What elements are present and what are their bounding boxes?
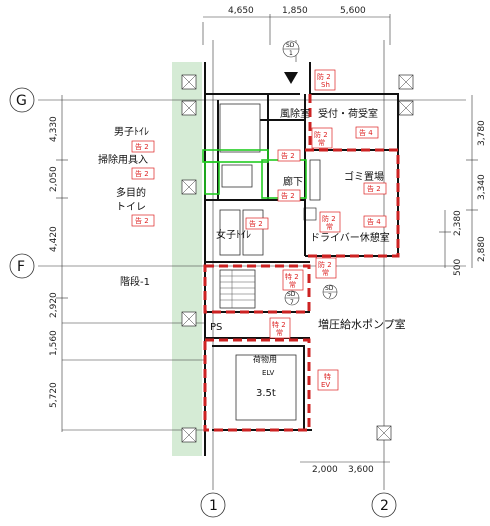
room-label-ps: PS [210,322,222,333]
section-mark-mid-1: SD 7 [284,290,300,306]
svg-text:SD: SD [325,285,334,292]
svg-text:防 2: 防 2 [314,130,328,139]
svg-text:Sh: Sh [321,81,330,89]
grid-label-g: G [16,93,27,109]
tag-ann-5: 告 2 [277,189,301,202]
tag-fire-1: 防 2 Sh [314,69,336,91]
svg-text:防 2: 防 2 [322,214,336,223]
svg-text:常: 常 [289,280,296,289]
grid-bubble-2 [371,492,397,518]
grid-label-1: 1 [209,498,218,514]
tag-ann-6: 告 2 [245,217,269,230]
room-label-cleaning-storage: 掃除用具入 [98,153,148,166]
svg-text:常: 常 [326,222,333,231]
dim-right-5: 500 [453,259,463,276]
room-label-garbage: ゴミ置場 [344,170,384,183]
tag-spec-2: 特 2 常 [269,317,291,339]
room-label-multi-toilet-2: トイレ [116,202,146,213]
stair-treads [220,270,255,308]
tag-spec-3: 特 EV [317,369,339,391]
svg-text:防 2: 防 2 [317,72,331,81]
grid-label-2: 2 [380,498,389,514]
sidewalk-area [172,62,202,456]
walls [204,62,399,456]
svg-text:SD: SD [286,42,295,49]
tag-ann-3: 告 2 [131,214,155,227]
svg-text:常: 常 [322,268,329,277]
room-label-elv-cap: 3.5t [256,388,276,399]
svg-text:告 2: 告 2 [281,191,295,200]
tag-ann-4: 告 2 [277,149,301,162]
section-mark-mid-2: SD 7 [322,284,338,300]
tag-spec-1: 特 2 常 [282,269,304,291]
dimension-lines [56,16,478,463]
svg-text:告 2: 告 2 [281,151,295,160]
svg-text:特 2: 特 2 [272,320,286,329]
svg-text:告 4: 告 4 [367,217,381,226]
dim-right-4: 2,880 [477,236,487,262]
room-label-multi-toilet-1: 多目的 [116,186,146,199]
tag-fire-4: 防 2 常 [315,257,337,279]
svg-text:SD: SD [287,291,296,298]
column-markers [181,74,414,443]
svg-text:防 2: 防 2 [318,260,332,269]
room-label-reception: 受付・荷受室 [318,107,378,120]
room-label-driver-room: ドライバー休憩室 [310,231,390,244]
dim-top-1: 4,650 [228,6,254,16]
svg-text:告 2: 告 2 [135,216,149,225]
dim-left-5: 1,560 [49,330,59,356]
room-label-corridor: 廊下 [283,175,303,188]
svg-text:1: 1 [289,50,293,57]
room-label-stair: 階段-1 [120,275,150,288]
room-label-cleaning-room: 風除室 [280,107,310,120]
svg-text:告 4: 告 4 [359,128,373,137]
svg-text:告 2: 告 2 [249,219,263,228]
dim-right-3: 2,380 [453,210,463,236]
dim-left-1: 4,330 [49,116,59,142]
grid-bubble-g [9,87,35,113]
grid-bubble-f [9,253,35,279]
svg-text:7: 7 [290,299,294,306]
dim-top-2: 1,850 [282,6,308,16]
svg-text:告 2: 告 2 [367,184,381,193]
dim-right-1: 3,780 [477,120,487,146]
tag-ann-2: 告 2 [131,167,155,180]
tag-ann-7: 告 4 [355,126,379,139]
svg-text:EV: EV [321,381,330,389]
room-label-elv-2: ELV [262,369,275,377]
tag-ann-9: 告 2 [363,182,387,195]
section-mark-top: SD 1 [282,40,300,58]
dim-left-3: 4,420 [49,226,59,252]
svg-text:特: 特 [324,372,331,381]
grid-label-f: F [17,259,25,275]
dim-bottom-2: 3,600 [348,465,374,475]
dim-left-4: 2,920 [49,292,59,318]
svg-text:7: 7 [328,293,332,300]
dim-top-3: 5,600 [340,6,366,16]
svg-text:常: 常 [276,328,283,337]
dim-right-2: 3,340 [477,174,487,200]
dim-bottom-1: 2,000 [312,465,338,475]
room-label-pump-room: 増圧給水ポンプ室 [318,317,406,331]
tag-ann-1: 告 2 [131,140,155,153]
room-label-elv-1: 荷物用 [253,354,277,364]
room-label-mens-toilet: 男子ﾄｲﾚ [114,126,149,138]
dim-left-6: 5,720 [49,382,59,408]
tag-fire-3: 防 2 常 [319,211,341,233]
svg-text:告 2: 告 2 [135,142,149,151]
svg-text:常: 常 [318,138,325,147]
grid-bubble-1 [200,492,226,518]
entrance-arrow-icon [284,72,298,84]
dim-left-2: 2,050 [49,166,59,192]
thin-walls [219,103,321,421]
svg-text:特 2: 特 2 [285,272,299,281]
tag-fire-2: 防 2 常 [311,127,333,149]
room-label-womens-toilet: 女子ﾄｲﾚ [216,228,251,241]
svg-text:告 2: 告 2 [135,169,149,178]
fire-compartments [203,94,400,432]
tag-ann-8: 告 4 [363,215,387,228]
